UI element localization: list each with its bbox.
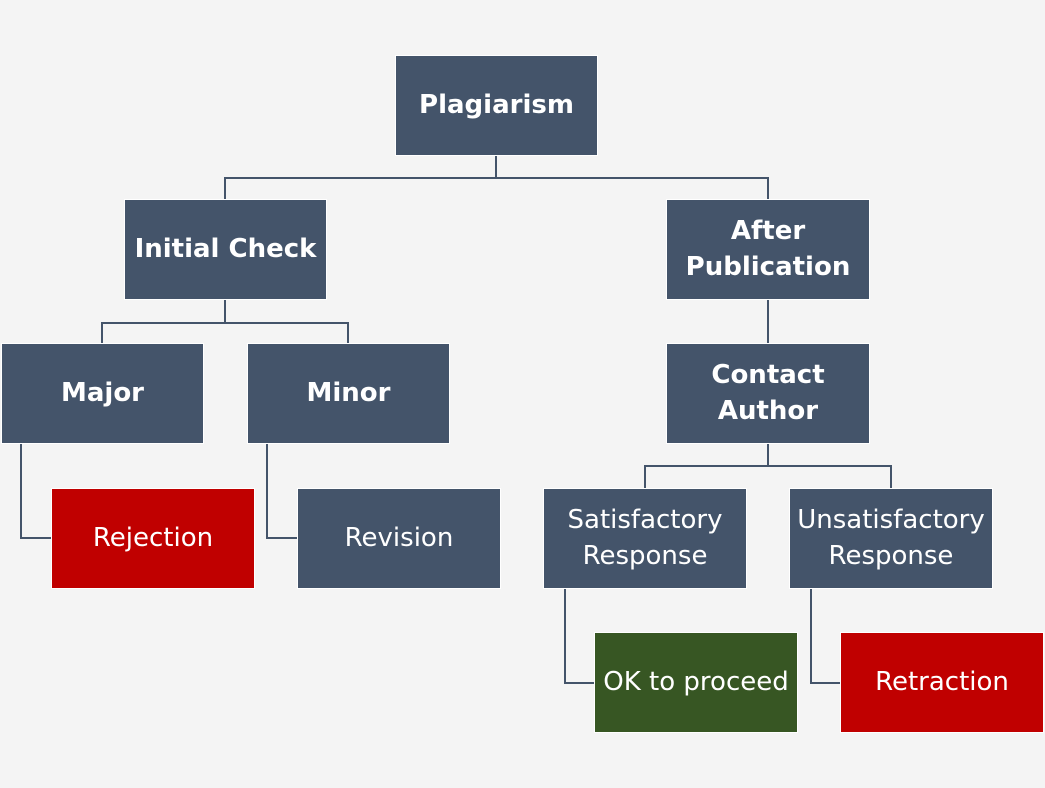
node-initial-check: Initial Check — [124, 199, 327, 300]
node-revision: Revision — [297, 488, 501, 589]
connector-initial-check-children — [101, 322, 349, 344]
node-rejection: Rejection — [51, 488, 255, 589]
node-unsatisfactory-response: Unsatisfactory Response — [789, 488, 993, 589]
node-minor: Minor — [247, 343, 450, 444]
node-after-publication: After Publication — [666, 199, 870, 300]
node-ok-to-proceed: OK to proceed — [594, 632, 798, 733]
connector-unsatisfactory-retraction — [810, 588, 841, 684]
node-plagiarism: Plagiarism — [395, 55, 598, 156]
node-satisfactory-response: Satisfactory Response — [543, 488, 747, 589]
node-retraction: Retraction — [840, 632, 1044, 733]
connector-plagiarism-children — [224, 177, 769, 200]
node-major: Major — [1, 343, 204, 444]
connector-contact-author-children — [644, 465, 892, 488]
node-contact-author: Contact Author — [666, 343, 870, 444]
connector-satisfactory-ok — [564, 588, 595, 684]
connector-minor-revision — [266, 444, 297, 539]
connector-major-rejection — [20, 444, 51, 539]
